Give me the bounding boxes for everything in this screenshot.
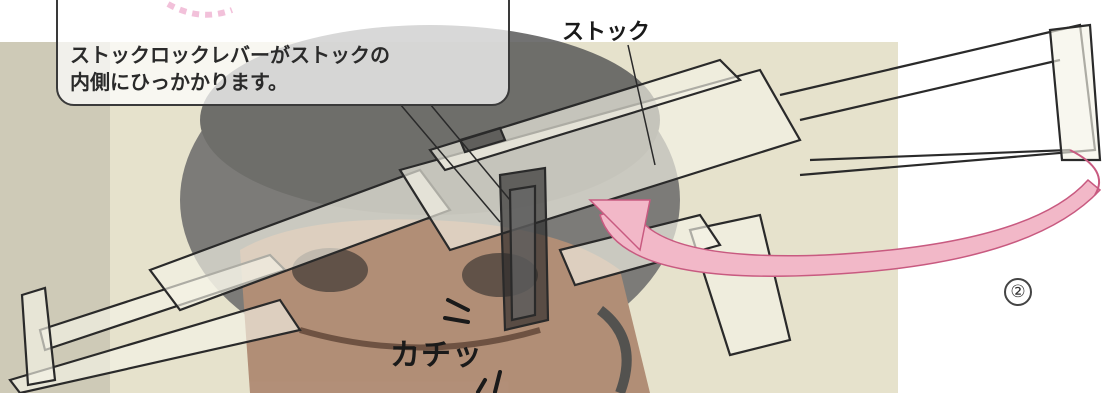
callout-text: ストックロックレバーがストックの 内側にひっかかります。 (70, 42, 500, 96)
stock-leader-line (627, 44, 656, 166)
click-motion-strokes (443, 298, 502, 393)
step-number-label: ② (1004, 278, 1032, 306)
callout-box (56, 0, 510, 106)
callout-line-1: ストックロックレバーがストックの (70, 43, 390, 67)
click-sound-label: カチッ (390, 338, 483, 373)
stock-label: ストック (562, 20, 651, 45)
callout-leader-line-2 (429, 103, 511, 201)
callout-line-2: 内側にひっかかります。 (70, 70, 288, 94)
callout-leader-line (399, 103, 501, 223)
rotation-arrow-icon (588, 149, 1102, 277)
